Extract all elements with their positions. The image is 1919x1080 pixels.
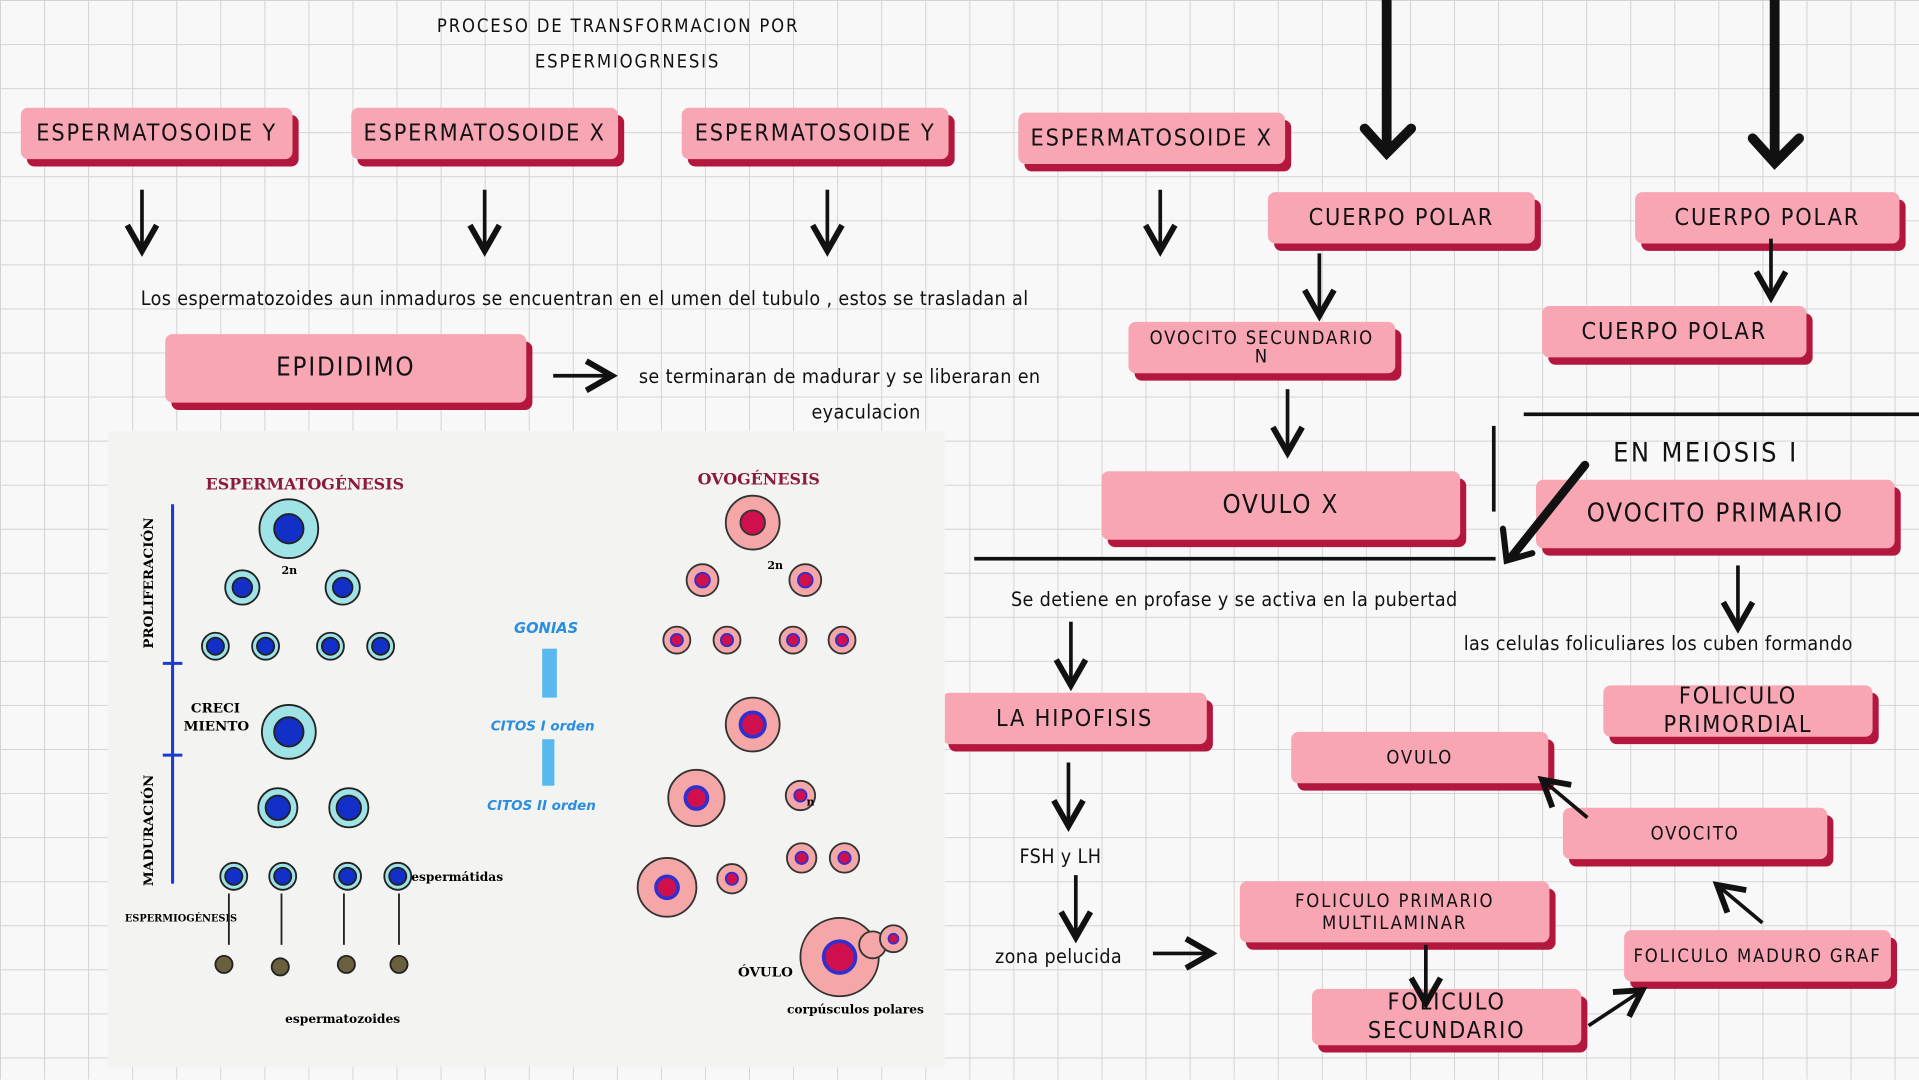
box-la-hipofisis: LA HIPOFISIS <box>942 692 1207 745</box>
diagonal-arrow-head <box>1499 525 1536 565</box>
box-espermatosoide-x: ESPERMATOSOIDE X <box>351 107 619 160</box>
label-2n: 2n <box>767 559 783 572</box>
phase-arrows <box>162 504 183 884</box>
big-arrow-head <box>1747 133 1805 170</box>
label-crecimiento-1: CRECI <box>191 700 240 716</box>
big-arrow-head <box>1359 123 1417 161</box>
divider-line <box>1523 412 1919 417</box>
ovocito-secundario-n: N <box>1254 345 1269 368</box>
label-espermatogenesis: ESPERMATOGÉNESIS <box>206 474 404 494</box>
label-maduracion: MADURACIÓN <box>140 775 157 886</box>
arrow-diagonal <box>1712 881 1764 925</box>
box-cuerpo-polar-3: CUERPO POLAR <box>1542 305 1807 358</box>
label-en-meiosis: EN MEIOSIS I <box>1613 438 1799 469</box>
foliculo-primario-line2: MULTILAMINAR <box>1322 911 1468 934</box>
box-foliculo-maduro-graf: FOLICULO MADURO GRAF <box>1624 930 1891 982</box>
box-cuerpo-polar-2: CUERPO POLAR <box>1635 192 1900 244</box>
divider-line <box>974 556 1496 561</box>
arrow-diagonal <box>1587 986 1648 1028</box>
box-espermatosoide-y-2: ESPERMATOSOIDE Y <box>681 107 949 160</box>
note-celulas: las celulas foliculiares los cuben forma… <box>1463 631 1853 655</box>
gametogenesis-figure: ESPERMATOGÉNESIS OVOGÉNESIS PROLIFERACIÓ… <box>107 430 945 1068</box>
box-epididimo: EPIDIDIMO <box>165 334 527 403</box>
label-espermatidas: espermátidas <box>411 870 503 884</box>
page-title: PROCESO DE TRANSFORMACION POR <box>436 14 800 37</box>
note-zona-pelucida: zona pelucida <box>995 944 1123 969</box>
box-espermatosoide-y: ESPERMATOSOIDE Y <box>20 107 293 160</box>
label-citos-1: CITOS I orden <box>491 720 595 735</box>
egg-cells <box>636 494 908 998</box>
label-corpusculos-polares: corpúsculos polares <box>787 1002 924 1016</box>
sperm-cells <box>201 498 413 977</box>
note-madurar: se terminaran de madurar y se liberaran … <box>638 364 1041 388</box>
box-espermatosoide-x-2: ESPERMATOSOIDE X <box>1018 112 1286 165</box>
foliculo-primario-line1: FOLICULO PRIMARIO <box>1294 889 1495 912</box>
arrow-citos <box>542 739 555 786</box>
label-gonias: GONIAS <box>514 620 578 637</box>
label-n: n <box>807 795 815 808</box>
box-ovulo-x: OVULO X <box>1101 471 1461 540</box>
label-citos-2: CITOS II orden <box>487 799 596 814</box>
label-espermatozoides: espermatozoides <box>285 1012 400 1026</box>
divider-line <box>1491 425 1496 512</box>
box-ovocito-primario: OVOCITO PRIMARIO <box>1535 479 1895 549</box>
label-proliferacion: PROLIFERACIÓN <box>140 517 157 648</box>
note-eyaculacion: eyaculacion <box>811 400 921 424</box>
box-ovocito-secundario: OVOCITO SECUNDARIO N <box>1128 321 1396 374</box>
gametogenesis-diagram: ESPERMATOGÉNESIS OVOGÉNESIS PROLIFERACIÓ… <box>125 469 924 1027</box>
note-fsh-lh: FSH y LH <box>1019 844 1102 868</box>
label-2n: 2n <box>281 564 297 577</box>
page-subtitle: ESPERMIOGRNESIS <box>534 50 721 73</box>
box-cuerpo-polar-1: CUERPO POLAR <box>1267 192 1535 244</box>
box-foliculo-primordial: FOLICULO PRIMORDIAL <box>1603 683 1873 738</box>
box-foliculo-primario-multilaminar: FOLICULO PRIMARIO MULTILAMINAR <box>1239 881 1550 943</box>
box-ovulo: OVULO <box>1291 731 1549 784</box>
label-crecimiento-2: MIENTO <box>184 719 250 735</box>
box-ovocito: OVOCITO <box>1562 807 1828 860</box>
box-foliculo-secundario: FOLICULO SECUNDARIO <box>1312 988 1582 1046</box>
label-ovulo: ÓVULO <box>738 964 793 981</box>
arrow-gonias <box>542 648 557 698</box>
label-ovogenesis: OVOGÉNESIS <box>698 469 820 489</box>
label-espermiogenesis: ESPERMIOGÉNESIS <box>125 913 237 925</box>
note-profase: Se detiene en profase y se activa en la … <box>1010 587 1458 611</box>
ovocito-secundario-label: OVOCITO SECUNDARIO <box>1149 326 1375 349</box>
note-inmaduros: Los espermatozoides aun inmaduros se enc… <box>140 286 1029 310</box>
